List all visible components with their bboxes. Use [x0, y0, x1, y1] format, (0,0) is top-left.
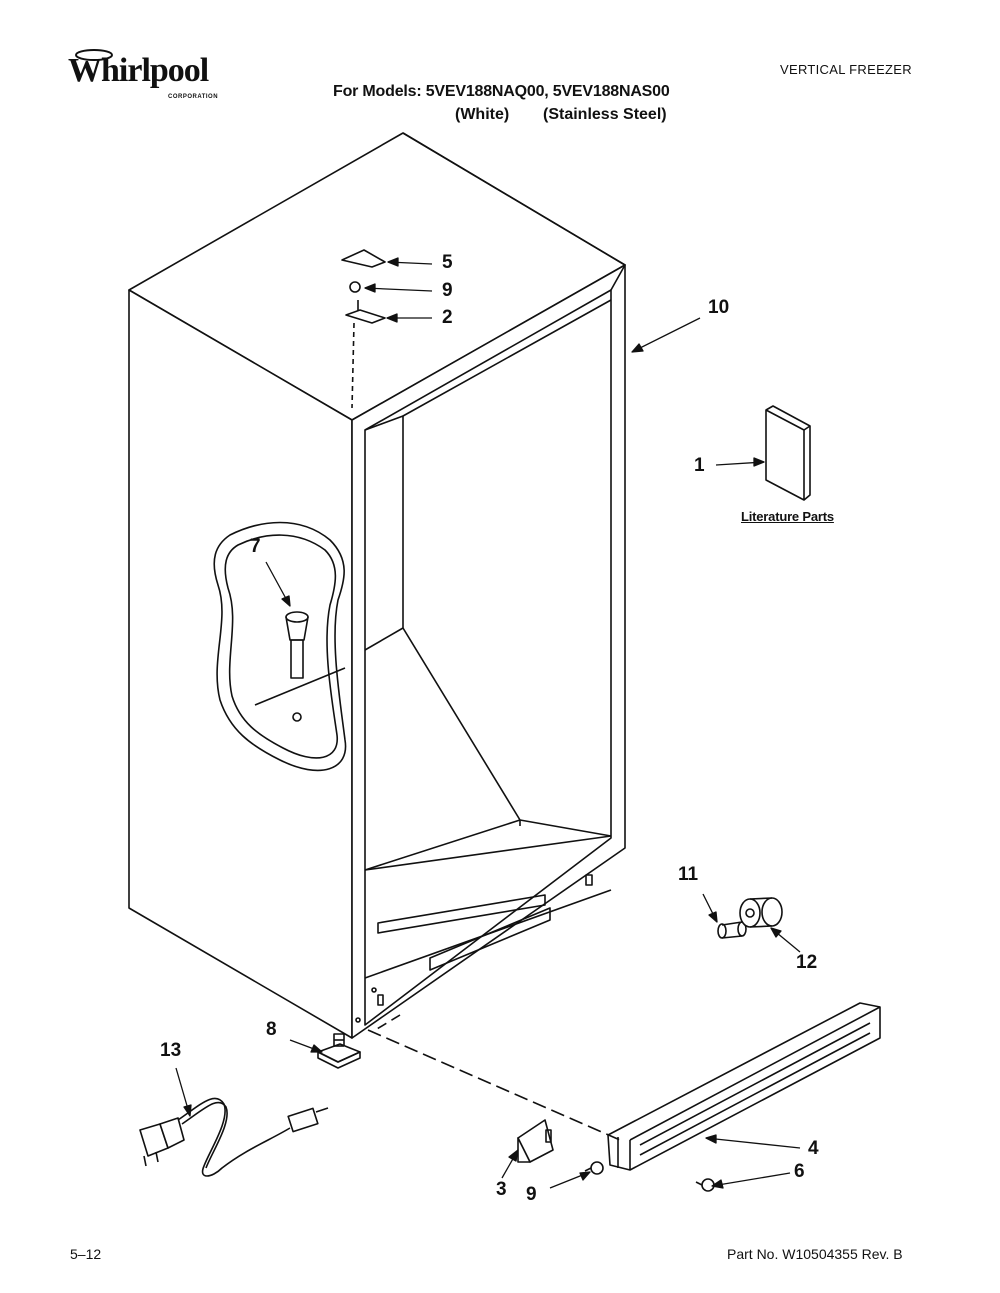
callout-3: 3 [496, 1179, 507, 1200]
callout-8: 8 [266, 1019, 277, 1040]
page-number: 5–12 [70, 1246, 102, 1262]
callout-12: 12 [796, 952, 818, 973]
screws [584, 1161, 715, 1192]
cabinet-shell [128, 132, 626, 1039]
whirlpool-logo: Whirlpool CORPORATION [68, 48, 228, 110]
logo-wordmark: Whirlpool [68, 52, 209, 89]
callout-11: 11 [678, 864, 699, 885]
variant-stainless: (Stainless Steel) [543, 106, 667, 123]
callout-9-top: 9 [442, 280, 453, 301]
part-4-toe-grille [607, 1002, 881, 1171]
part-13-power-cord [139, 1097, 329, 1177]
callout-9-bottom: 9 [526, 1184, 537, 1205]
leader-arrows [175, 257, 801, 1189]
logo-swoosh-icon [75, 49, 113, 61]
top-parts [341, 249, 386, 409]
callout-5: 5 [442, 252, 453, 273]
part-number: Part No. W10504355 Rev. B [727, 1246, 903, 1262]
logo-corporation: CORPORATION [168, 94, 219, 100]
category-title: VERTICAL FREEZER [780, 62, 912, 77]
callout-13: 13 [160, 1040, 182, 1061]
callout-7: 7 [250, 536, 261, 557]
callout-1: 1 [694, 455, 705, 476]
part-8-leveling-leg [317, 1033, 361, 1069]
callout-6: 6 [794, 1161, 805, 1182]
part-1-literature [765, 405, 811, 501]
models-line: For Models: 5VEV188NAQ00, 5VEV188NAS00 [333, 83, 670, 100]
callout-4: 4 [808, 1138, 819, 1159]
literature-parts-label: Literature Parts [741, 509, 834, 524]
variant-white: (White) [455, 106, 510, 123]
parts-11-12 [717, 897, 783, 939]
part-3-bracket [517, 1119, 554, 1163]
part-7-drain-tube [285, 611, 309, 679]
callout-10: 10 [708, 297, 730, 318]
callout-2: 2 [442, 307, 453, 328]
side-cutaway [213, 521, 347, 772]
